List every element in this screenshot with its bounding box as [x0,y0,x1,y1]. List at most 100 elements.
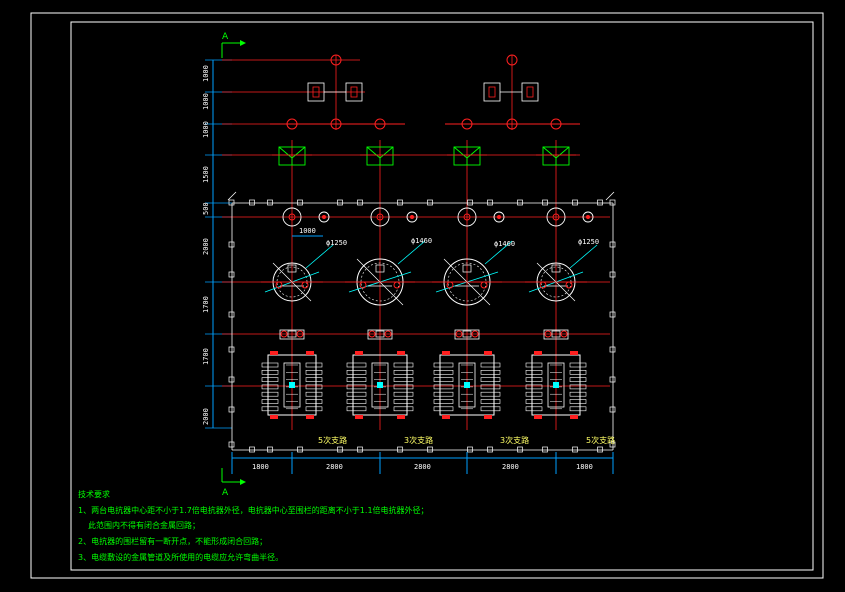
branch-label-3: 3次支路 [500,435,529,445]
insulator-core [288,213,296,221]
spacing-label: 1000 [299,227,316,235]
insulator-small-core [497,215,501,219]
capacitor-bank-3 [433,351,501,419]
disconnect-switch-2 [483,82,539,102]
fence-post [609,376,616,383]
fence-post [487,199,493,206]
vdim-5: 500 [202,202,210,215]
insulator-large [282,207,302,227]
insulator-small [582,211,594,223]
notes-line-3: 3、电缆敷设的金属管道及所使用的电缆应允许弯曲半径。 [78,552,283,562]
fence-post [397,199,403,206]
insulator-large [546,207,566,227]
fence-post [597,446,603,453]
fence-post [467,199,473,206]
fence-post [228,311,235,318]
reactor-3 [432,240,513,306]
fence-post [397,446,403,453]
fence-post [228,199,235,206]
fence-post [228,441,235,448]
insulators [282,207,594,227]
diameter-label-3: ϕ1460 [494,240,515,248]
vdim-7: 1700 [202,296,210,313]
section-mark-bottom: A [221,468,246,498]
fence-post [427,446,433,453]
fence-post [228,346,235,353]
fence-post [267,199,273,206]
breakers [272,146,576,166]
branch-label-1: 5次支路 [318,435,347,445]
capacitor-banks [261,351,587,419]
connector-4 [543,329,569,340]
hdim-2: 2800 [326,463,343,471]
fence-post [249,446,255,453]
horizontal-dimension-chain: 1800 2800 2800 2800 1800 [231,452,614,474]
insulator-small [318,211,330,223]
spacing-dimension: 1000 [292,227,323,237]
capacitor-bank-4 [525,351,587,419]
reactor-4 [525,244,598,302]
disconnect-switch-1 [307,82,363,102]
reactor-2 [345,240,426,306]
vdim-3: 1000 [202,121,210,138]
vertical-centerlines [291,55,557,430]
section-mark-label-top: A [222,32,229,42]
fence-post [267,446,273,453]
fence-post [517,199,523,206]
fence-post [609,406,616,413]
fence-post [337,199,343,206]
technical-notes: 技术要求 1、两台电抗器中心距不小于1.7倍电抗器外径，电抗器中心至围栏的距离不… [78,489,429,562]
hdim-5: 1800 [576,463,593,471]
vdim-2: 1000 [202,93,210,110]
fence-post [517,446,523,453]
fence-post [228,376,235,383]
vdim-9: 2000 [202,408,210,425]
insulator-small-core [410,215,414,219]
incoming-nodes [270,54,580,130]
hdim-1: 1800 [252,463,269,471]
fence-post [357,446,363,453]
fence-posts [228,199,616,453]
fence-post [542,199,548,206]
section-mark-label-bottom: A [222,488,229,498]
outer-frame [30,12,824,579]
insulator-core [552,213,560,221]
notes-line-1: 1、两台电抗器中心距不小于1.7倍电抗器外径，电抗器中心至围栏的距离不小于1.1… [78,505,429,515]
fence-post [597,199,603,206]
fence-post [572,199,578,206]
fence-post [609,199,616,206]
insulator-large [457,207,477,227]
insulator-small-core [322,215,326,219]
fence-post [609,311,616,318]
vdim-8: 1700 [202,348,210,365]
notes-title: 技术要求 [78,489,110,499]
diameter-label-1: ϕ1250 [326,239,347,247]
fence-post [228,406,235,413]
connector-2 [367,329,393,340]
insulator-small-core [586,215,590,219]
fence-post [572,446,578,453]
fence-post [609,346,616,353]
connector-1 [279,329,305,340]
breaker-4 [536,146,576,166]
fence-post [249,199,255,206]
reactors [261,240,598,306]
hdim-3: 2800 [414,463,431,471]
breaker-1 [272,146,312,166]
diameter-label-2: ϕ1460 [411,237,432,245]
vdim-6: 2000 [202,238,210,255]
insulator-small [493,211,505,223]
vdim-1: 1000 [202,65,210,82]
inner-frame [70,21,814,571]
connector-3 [454,329,480,340]
fence-post [609,271,616,278]
diameter-label-4: ϕ1250 [578,238,599,246]
insulator-large [370,207,390,227]
fence-post [427,199,433,206]
capacitor-bank-1 [261,351,323,419]
fence-post [337,446,343,453]
vertical-dimension-chain: 1000 1000 1000 1500 500 2000 1700 1700 2… [202,59,232,429]
vdim-4: 1500 [202,166,210,183]
fence-post [542,446,548,453]
